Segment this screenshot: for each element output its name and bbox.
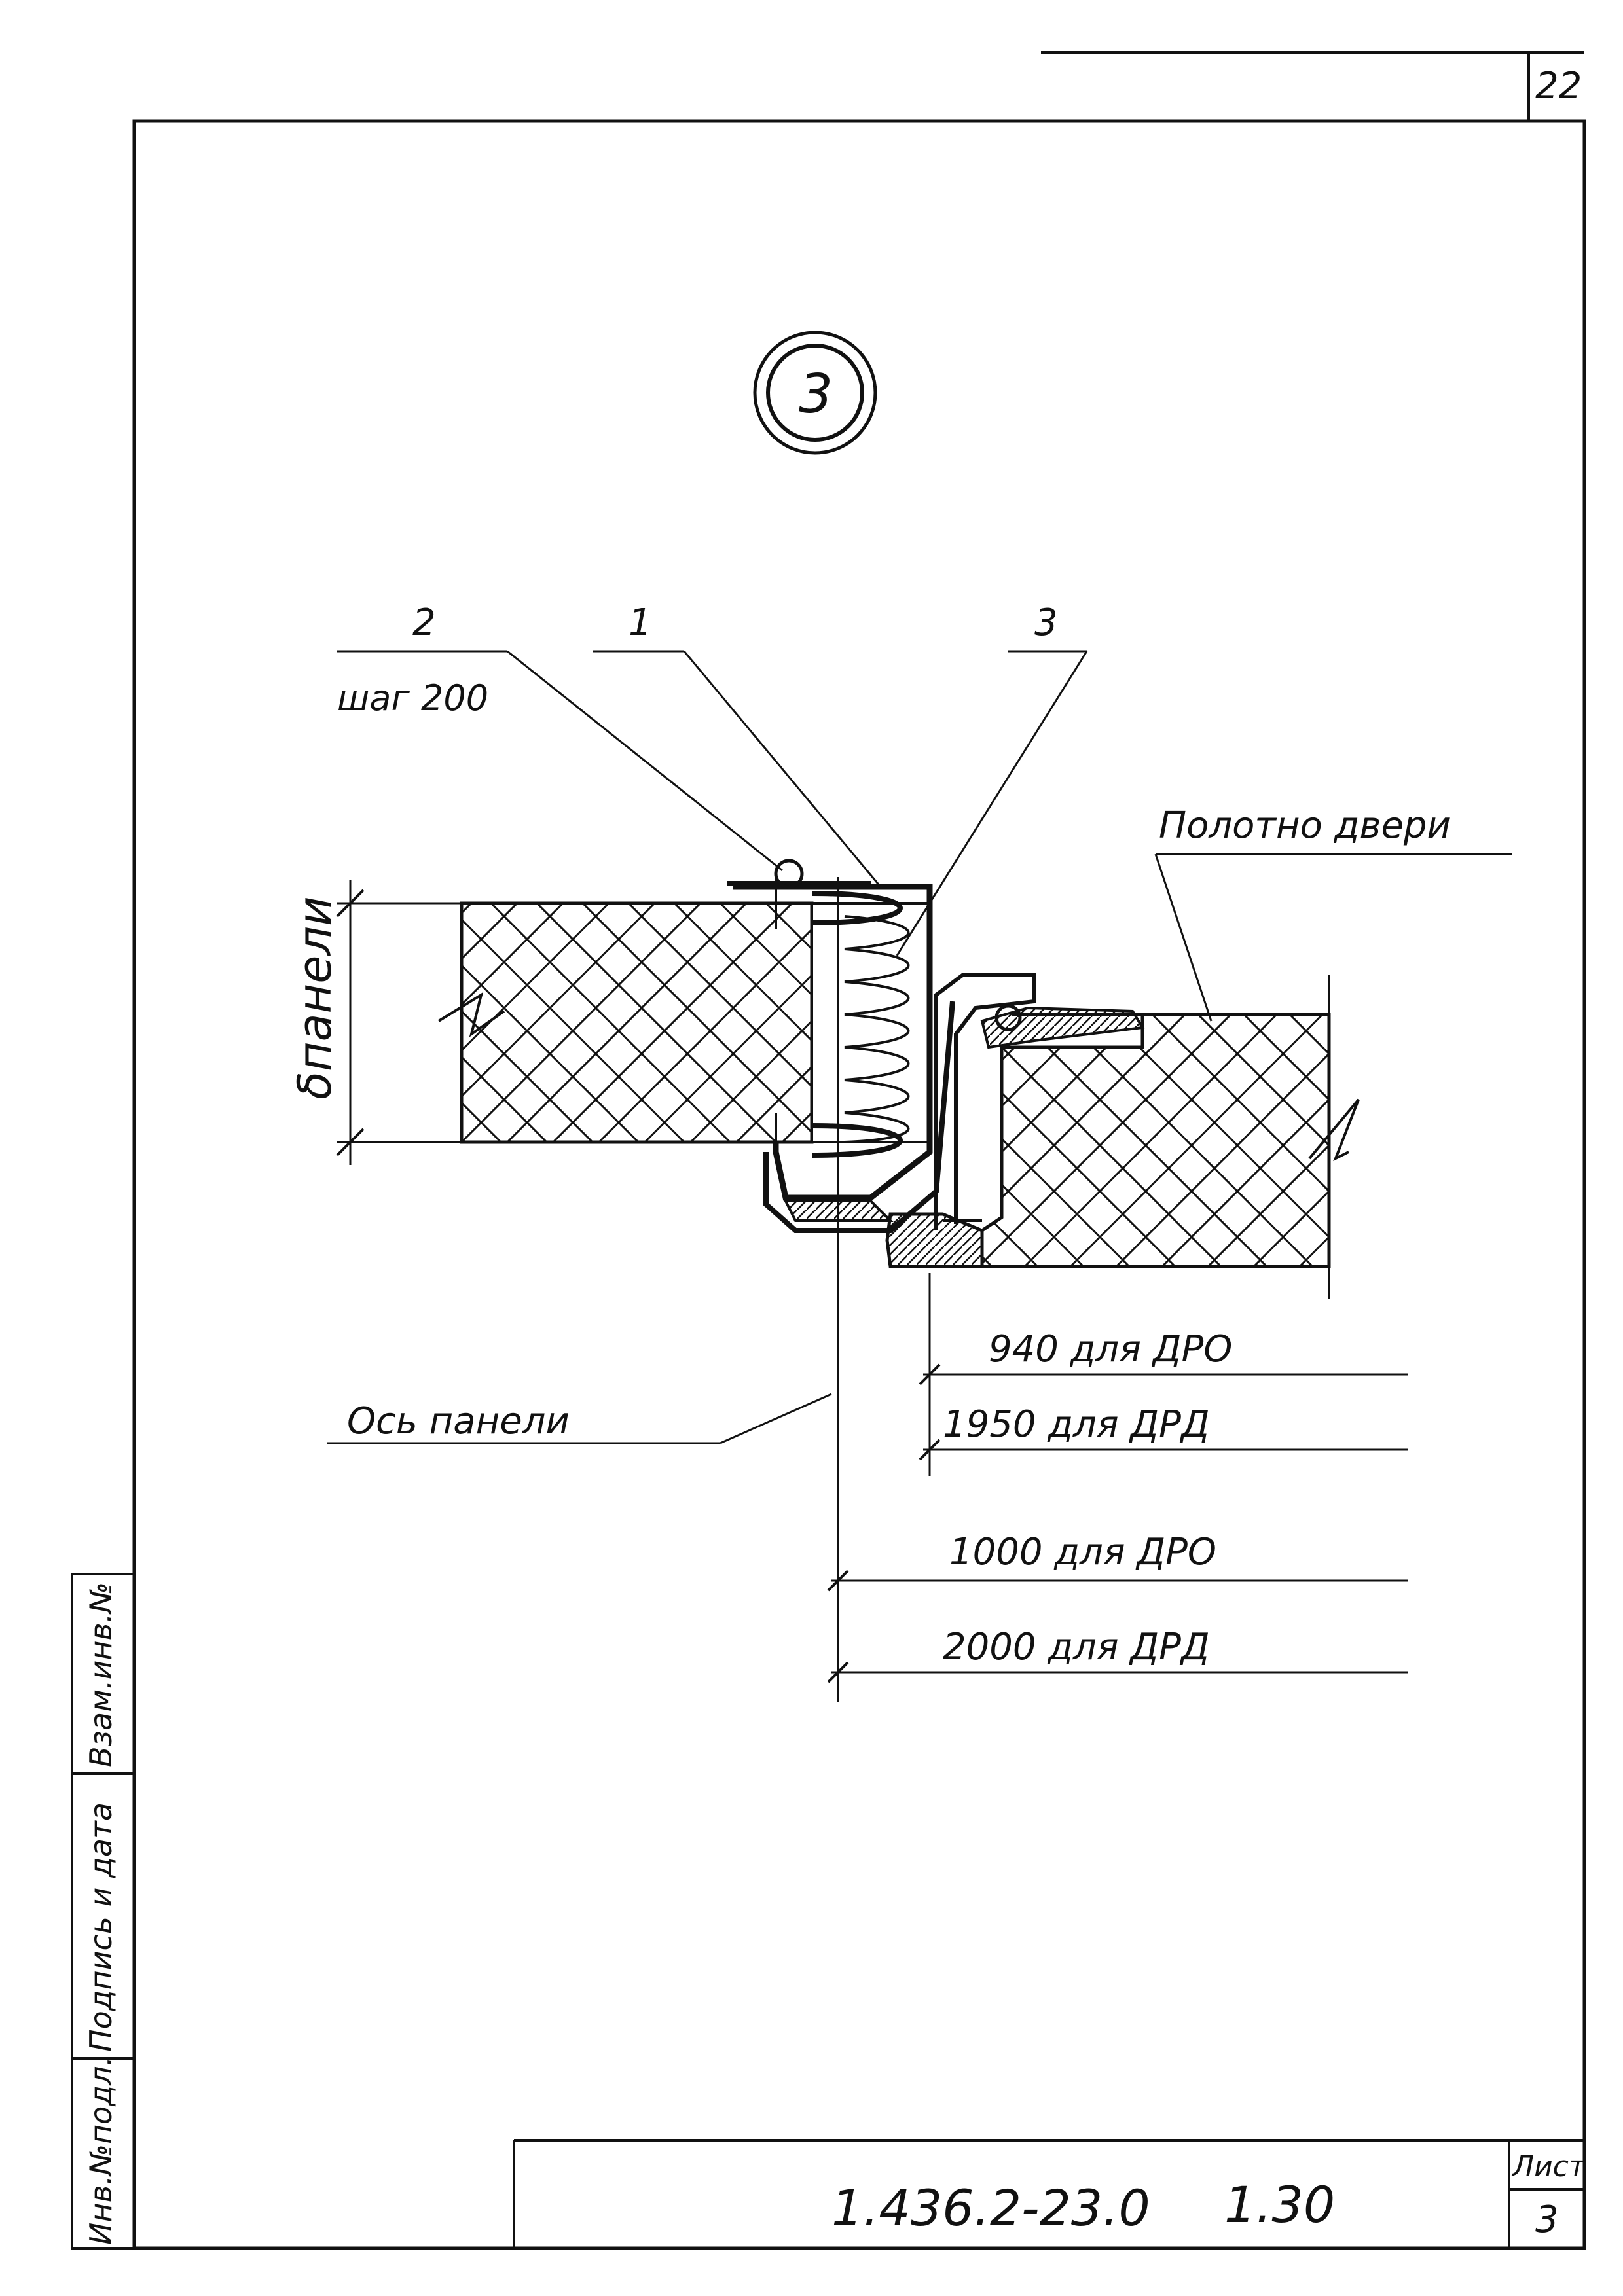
dim-1000-dro: 1000 для ДРО <box>949 1531 1216 1573</box>
lower-dimensions: 940 для ДРО 1950 для ДРД 1000 для ДРО 20… <box>827 1273 1408 1683</box>
series-code: 1.30 <box>1224 2176 1335 2234</box>
page-number: 22 <box>1535 65 1582 107</box>
panel-thickness-label: δпанели <box>288 896 342 1100</box>
callout-3: 3 <box>1034 601 1058 644</box>
sheet-number: 3 <box>1535 2198 1559 2241</box>
stamp-signature-date: Подпись и дата <box>83 1803 119 2052</box>
title-block: 1.436.2-23.0 1.30 Лист 3 <box>513 2139 1586 2248</box>
dim-2000-drd: 2000 для ДРД <box>943 1626 1210 1668</box>
callout-2: 2 <box>412 601 436 644</box>
door-leaf-profile <box>885 973 1145 1268</box>
panel-axis-label: Ось панели <box>347 1400 570 1443</box>
side-stamp: Взам.инв.№ Подпись и дата Инв.№подл. <box>71 1573 136 2250</box>
panel-thickness-dimension: δпанели <box>288 880 462 1165</box>
dim-1950-drd: 1950 для ДРД <box>943 1403 1210 1446</box>
sheet-frame <box>132 119 1586 2250</box>
callout-2-note: шаг 200 <box>337 677 488 719</box>
sheet-label: Лист <box>1511 2150 1586 2183</box>
seal-spring <box>811 891 931 1158</box>
stamp-inv-original: Инв.№подл. <box>83 2056 119 2245</box>
section-mark-number: 3 <box>799 363 833 425</box>
stamp-replace-inv: Взам.инв.№ <box>83 1582 119 1767</box>
callout-leaders: 2 шаг 200 1 3 Полотно двери Ось панели <box>327 601 1512 1444</box>
door-leaf-label: Полотно двери <box>1159 804 1451 847</box>
page-number-box: 22 <box>1041 51 1584 121</box>
callout-1: 1 <box>629 601 652 644</box>
document-code: 1.436.2-23.0 <box>831 2179 1150 2237</box>
wall-panel <box>437 901 814 1144</box>
door-leaf-panel <box>980 975 1360 1299</box>
dim-940-dro: 940 для ДРО <box>989 1328 1232 1371</box>
section-mark: 3 <box>753 331 877 455</box>
clip-pin <box>727 859 871 1152</box>
